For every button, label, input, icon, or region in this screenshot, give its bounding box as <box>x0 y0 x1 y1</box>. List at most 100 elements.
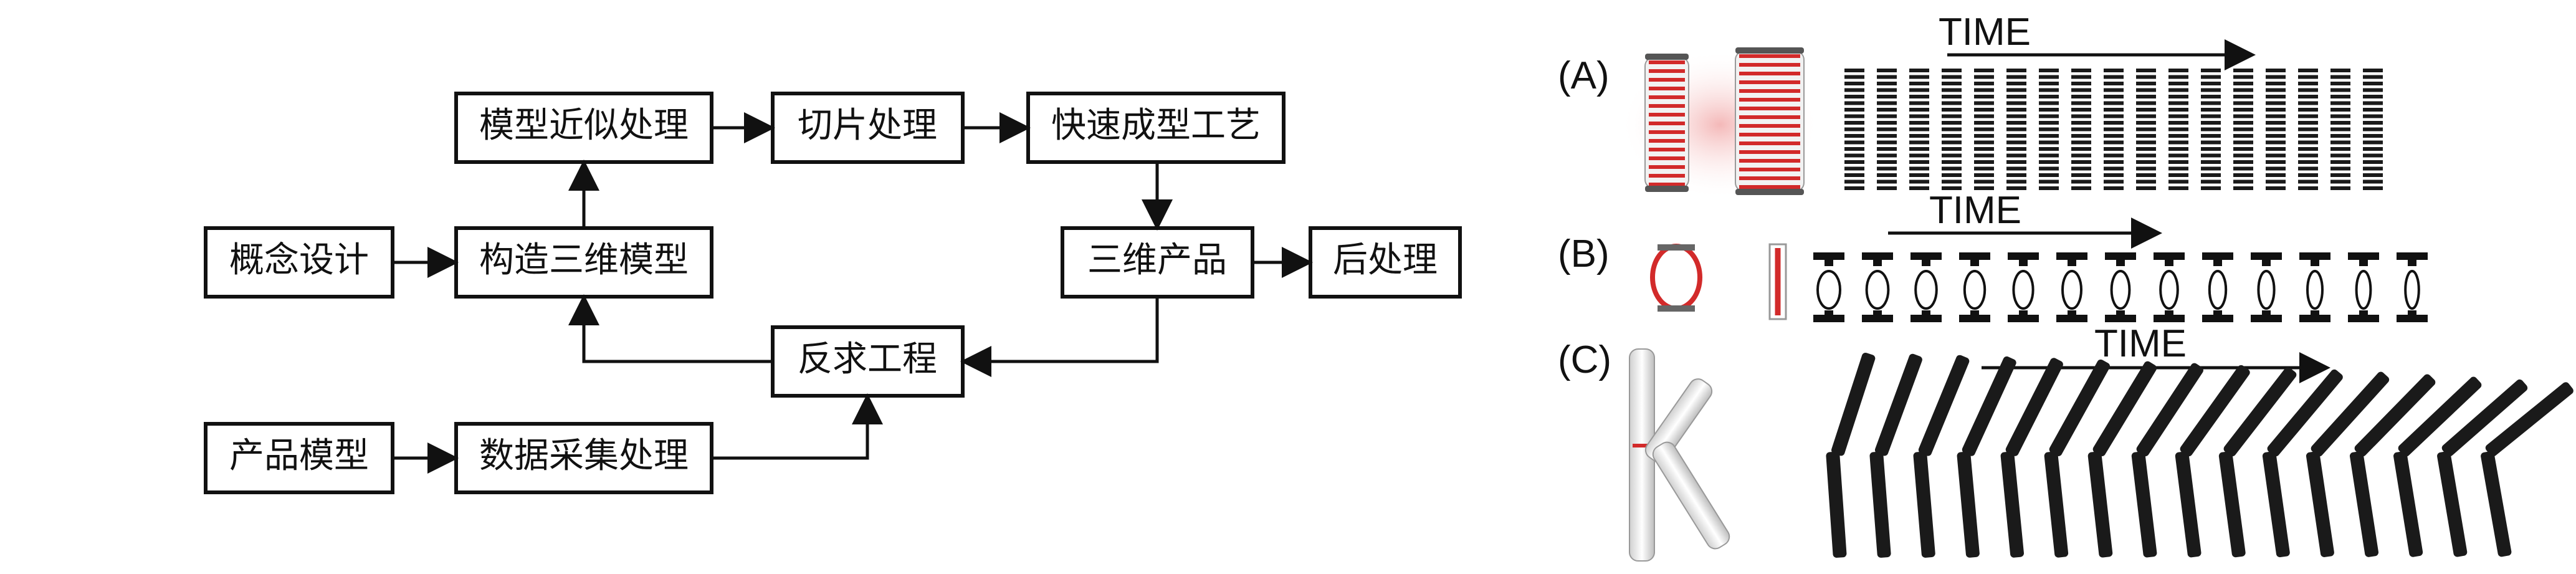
panel-a-coil-ring <box>2039 82 2059 85</box>
panel-a-coil-ring <box>2266 121 2286 125</box>
panel-a-coil-ring <box>1942 95 1962 98</box>
panel-a-coil-ring <box>2298 108 2318 112</box>
panel-b-frame-lattice <box>2355 270 2372 310</box>
panel-a-coil-ring <box>2039 114 2059 118</box>
panel-a-coil-ring <box>1909 82 1929 85</box>
panel-c-rod-lower <box>2437 451 2468 557</box>
panel-a-coil-ring <box>2233 108 2253 112</box>
panel-c-rod-lower <box>2131 451 2157 558</box>
panel-a-coil-small <box>1644 54 1689 192</box>
panel-a-coil-ring <box>1844 82 1864 85</box>
node-product-model: 产品模型 <box>204 422 394 494</box>
panel-b-frame-neck <box>2408 310 2416 317</box>
panel-a-coil-ring <box>1974 134 1994 138</box>
node-data-collection-label: 数据采集处理 <box>479 436 689 476</box>
panel-a-coil-ring <box>1974 88 1994 92</box>
panel-c-rod-lower <box>2262 451 2290 558</box>
panel-b-frame-neck <box>2019 260 2028 266</box>
panel-a-coil-ring <box>1844 134 1864 138</box>
panel-b-frame-neck <box>1922 310 1930 317</box>
panel-a-coil-ring <box>1942 127 1962 132</box>
panel-a-coil-ring <box>2298 75 2318 79</box>
panel-a-coil-ring <box>2168 127 2188 132</box>
panel-a-coil-ring <box>1844 153 1864 158</box>
panel-c-rod-lower <box>1913 451 1935 558</box>
panel-a-model-1 <box>1644 54 1689 192</box>
panel-b-frame-bottom <box>2348 315 2379 322</box>
panel-a-coil-ring <box>2298 121 2318 125</box>
panel-a-coil-ring <box>1942 134 1962 138</box>
panel-a-coil-ring <box>1974 173 1994 177</box>
node-data-collection: 数据采集处理 <box>454 422 713 494</box>
panel-c-rod-lower <box>2218 451 2246 558</box>
panel-a-coil-ring <box>1877 153 1897 158</box>
panel-a-coil-ring <box>2071 134 2091 138</box>
panel-a-coil-ring <box>2136 114 2156 118</box>
panel-a-coil-ring <box>2039 166 2059 171</box>
panel-a-coil-ring <box>1909 160 1929 164</box>
panel-a-coil-ring <box>1844 179 1864 184</box>
panel-a-coil-ring <box>1909 173 1929 177</box>
panel-a-coil-ring <box>1909 127 1929 132</box>
panel-b-frame-bottom <box>2251 315 2282 322</box>
panel-a-coil-ring <box>1877 127 1897 132</box>
panel-b-frame-neck <box>2408 260 2416 266</box>
panel-c-model <box>1629 348 1730 562</box>
panel-a-coil-ring <box>2363 173 2383 177</box>
panel-b-frame <box>2251 252 2282 322</box>
panel-a-coil-ring <box>2071 127 2091 132</box>
panel-a-coil-ring <box>2298 134 2318 138</box>
panel-a-coil-ring <box>1877 179 1897 184</box>
panel-a-sequence <box>1844 69 2383 190</box>
panel-a-coil-small-cap <box>1645 186 1689 192</box>
panel-a-coil-ring <box>2266 166 2286 171</box>
panel-c-rod-upper <box>2398 376 2482 457</box>
panel-a-coil-ring <box>2168 186 2188 190</box>
panel-a-coil-ring <box>2168 166 2188 171</box>
node-concept-design-label: 概念设计 <box>229 240 369 280</box>
panel-c: (C) TIME <box>1558 322 2574 562</box>
panel-a-coil-ring <box>2363 121 2383 125</box>
panel-a-coil-large-cap <box>1735 47 1804 54</box>
panel-a-coil-ring <box>2039 69 2059 72</box>
panel-a-coil-ring <box>2039 160 2059 164</box>
simulation-figure: (A) TIME (B) TIME (C) TIME <box>1558 11 2574 562</box>
panel-a-coil-ring <box>1844 75 1864 79</box>
panel-a-coil-ring <box>2330 179 2350 184</box>
panel-a-coil-frame <box>2071 69 2091 190</box>
panel-a-coil-frame <box>1844 69 1864 190</box>
panel-c-rod-frame <box>2437 379 2528 557</box>
edge-reverse-to-build3d <box>568 294 773 363</box>
panel-c-rod-upper <box>2267 369 2343 457</box>
panel-b-frame-top <box>2348 252 2379 260</box>
panel-a-coil-ring <box>1844 95 1864 98</box>
panel-a-coil-ring <box>2233 127 2253 132</box>
panel-a-coil-ring <box>2104 160 2124 164</box>
panel-a-coil-ring <box>1877 140 1897 145</box>
panel-a-coil-ring <box>2298 186 2318 190</box>
panel-a-coil-ring <box>2104 134 2124 138</box>
node-post-processing: 后处理 <box>1309 226 1462 299</box>
panel-a-coil-ring <box>2330 75 2350 79</box>
panel-a-coil-ring <box>2006 186 2026 190</box>
panel-b-frame-top <box>2397 252 2428 260</box>
panel-a-coil-ring <box>2104 88 2124 92</box>
panel-a-coil-ring <box>2104 101 2124 105</box>
panel-a-coil-ring <box>2363 186 2383 190</box>
panel-b-frame-neck <box>2262 260 2271 266</box>
panel-c-rod-frame <box>2218 367 2297 558</box>
panel-a-coil-ring <box>2071 166 2091 171</box>
panel-a-coil-ring <box>2104 166 2124 171</box>
panel-a-coil-ring <box>2168 75 2188 79</box>
panel-a-coil-ring <box>2363 140 2383 145</box>
panel-a-coil-large-cap <box>1735 189 1804 195</box>
panel-a-coil-ring <box>2006 166 2026 171</box>
panel-a-coil-ring <box>1942 160 1962 164</box>
panel-a-coil-ring <box>2233 140 2253 145</box>
panel-a-coil-ring <box>2104 75 2124 79</box>
panel-a-coil-ring <box>1909 88 1929 92</box>
panel-a-coil-ring <box>2168 173 2188 177</box>
panel-a-coil-ring <box>2136 101 2156 105</box>
panel-a-coil-ring <box>1877 88 1897 92</box>
panel-a-coil-ring <box>2006 153 2026 158</box>
